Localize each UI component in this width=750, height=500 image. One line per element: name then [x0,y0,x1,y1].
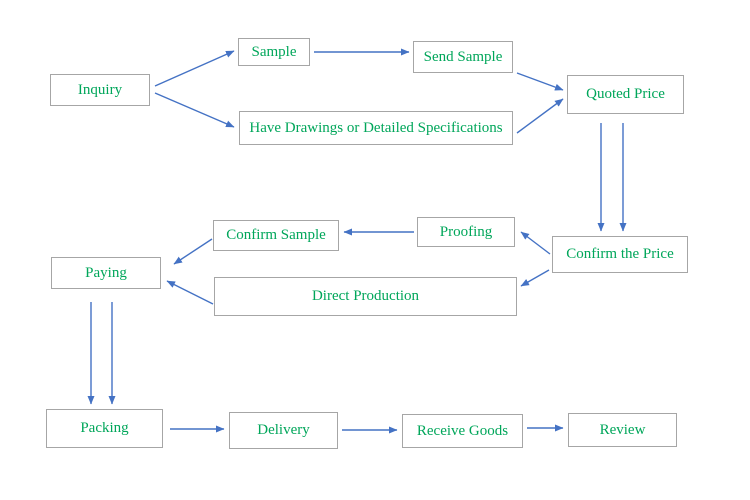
arrow-inquiry-to-sample [154,50,235,87]
node-sample: Sample [238,38,310,66]
node-send-sample: Send Sample [413,41,513,73]
arrow-inquiry-to-have-drawings [154,92,235,128]
arrow-confirm-price-to-proofing [520,231,551,255]
arrow-confirm-price-to-direct-production [520,269,550,287]
node-confirm-the-price: Confirm the Price [552,236,688,273]
node-quoted-price: Quoted Price [567,75,684,114]
node-review: Review [568,413,677,447]
arrow-direct-production-to-paying [166,280,214,305]
node-paying: Paying [51,257,161,289]
node-receive-goods: Receive Goods [402,414,523,448]
node-proofing: Proofing [417,217,515,247]
arrow-have-drawings-to-quoted-price [516,98,564,134]
node-have-drawings: Have Drawings or Detailed Specifications [239,111,513,145]
arrow-confirm-sample-to-paying [173,238,213,265]
node-delivery: Delivery [229,412,338,449]
node-packing: Packing [46,409,163,448]
node-confirm-sample: Confirm Sample [213,220,339,251]
arrow-send-sample-to-quoted-price [516,72,564,91]
node-inquiry: Inquiry [50,74,150,106]
node-direct-production: Direct Production [214,277,517,316]
